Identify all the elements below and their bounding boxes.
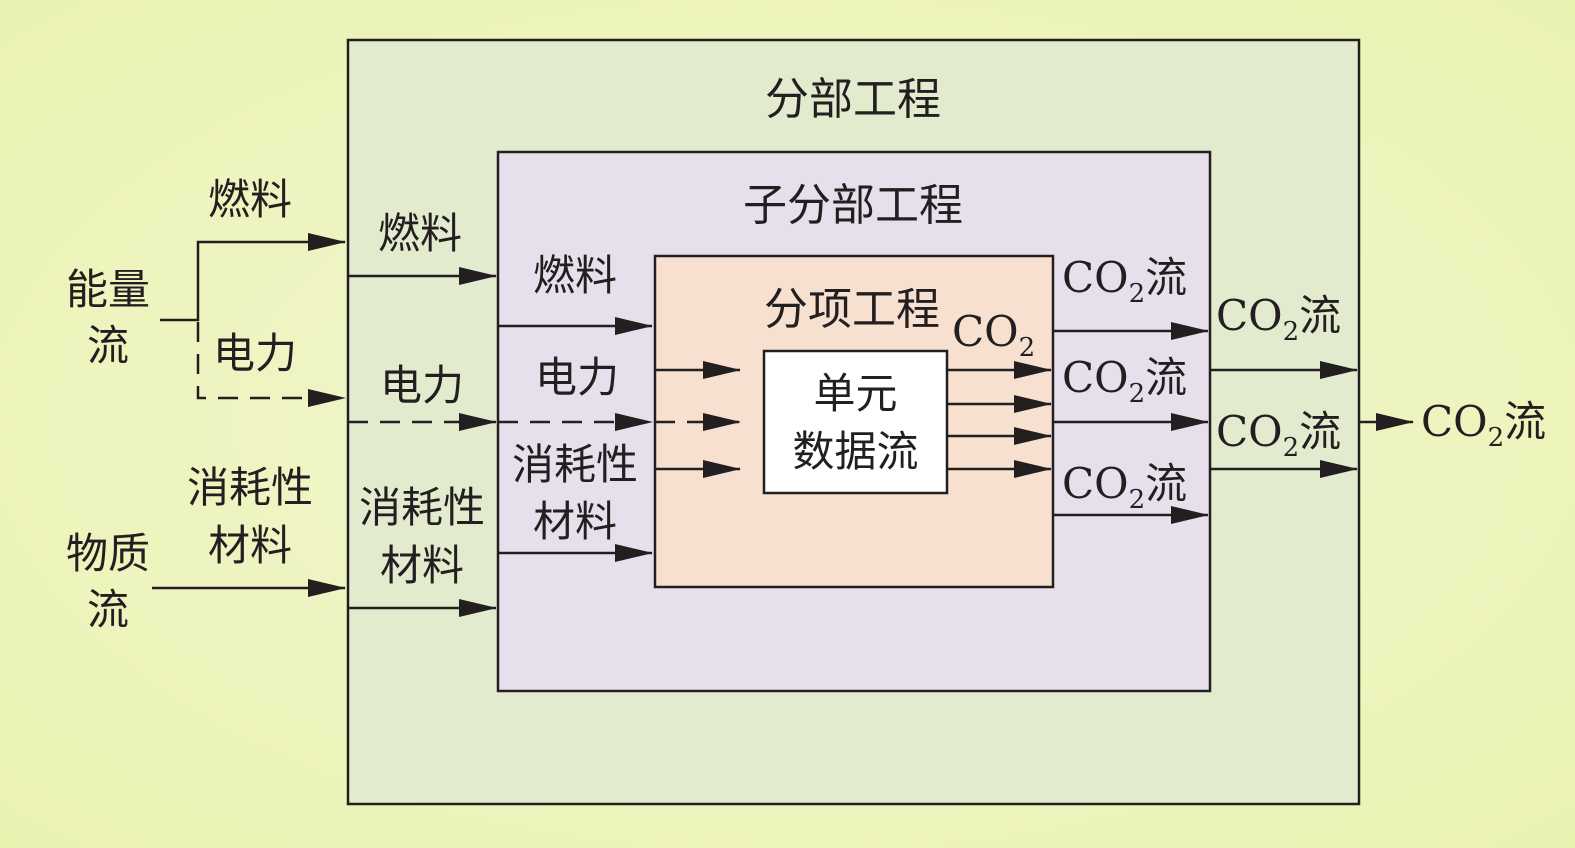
- left-consumable-label-line1: 消耗性: [186, 463, 313, 512]
- energy-power-dashed-arrow: [196, 322, 346, 407]
- unit-box-line2: 数据流: [792, 427, 919, 476]
- energy-flow-label-line1: 能量: [65, 265, 150, 314]
- left-power-label: 电力: [212, 329, 297, 378]
- left-fuel-label: 燃料: [207, 175, 292, 224]
- final-co2-flow-label: CO2流: [1421, 397, 1547, 453]
- item-co2-flow-label-2: CO2流: [1062, 353, 1188, 409]
- sub-co2-flow-label-2: CO2流: [1216, 407, 1342, 463]
- sub-power-label: 电力: [534, 353, 619, 402]
- sub-consumable-label-line1: 消耗性: [511, 440, 638, 489]
- item-box-title: 分项工程: [764, 284, 940, 335]
- material-flow-label-line2: 流: [86, 585, 129, 634]
- material-flow-label-line1: 物质: [65, 529, 150, 578]
- energy-fuel-arrow: [160, 233, 346, 322]
- outer-box-title: 分部工程: [765, 74, 941, 125]
- sub-consumable-label-line2: 材料: [532, 497, 617, 546]
- energy-flow-label-line2: 流: [86, 321, 129, 370]
- sub-co2-flow-label-1: CO2流: [1216, 291, 1342, 347]
- sub-fuel-label: 燃料: [532, 251, 617, 300]
- outer-power-label: 电力: [379, 361, 464, 410]
- unit-box: [762, 349, 949, 495]
- item-co2-flow-label-3: CO2流: [1062, 459, 1188, 515]
- outer-consumable-label-line1: 消耗性: [358, 483, 485, 532]
- left-consumable-label-line2: 材料: [207, 521, 292, 570]
- item-co2-flow-label-1: CO2流: [1062, 253, 1188, 309]
- sub-box-title: 子分部工程: [743, 180, 963, 231]
- outer-consumable-label-line2: 材料: [379, 541, 464, 590]
- unit-box-line1: 单元: [813, 369, 898, 418]
- item-co2-label: CO2: [952, 307, 1036, 363]
- outer-fuel-label: 燃料: [377, 209, 462, 258]
